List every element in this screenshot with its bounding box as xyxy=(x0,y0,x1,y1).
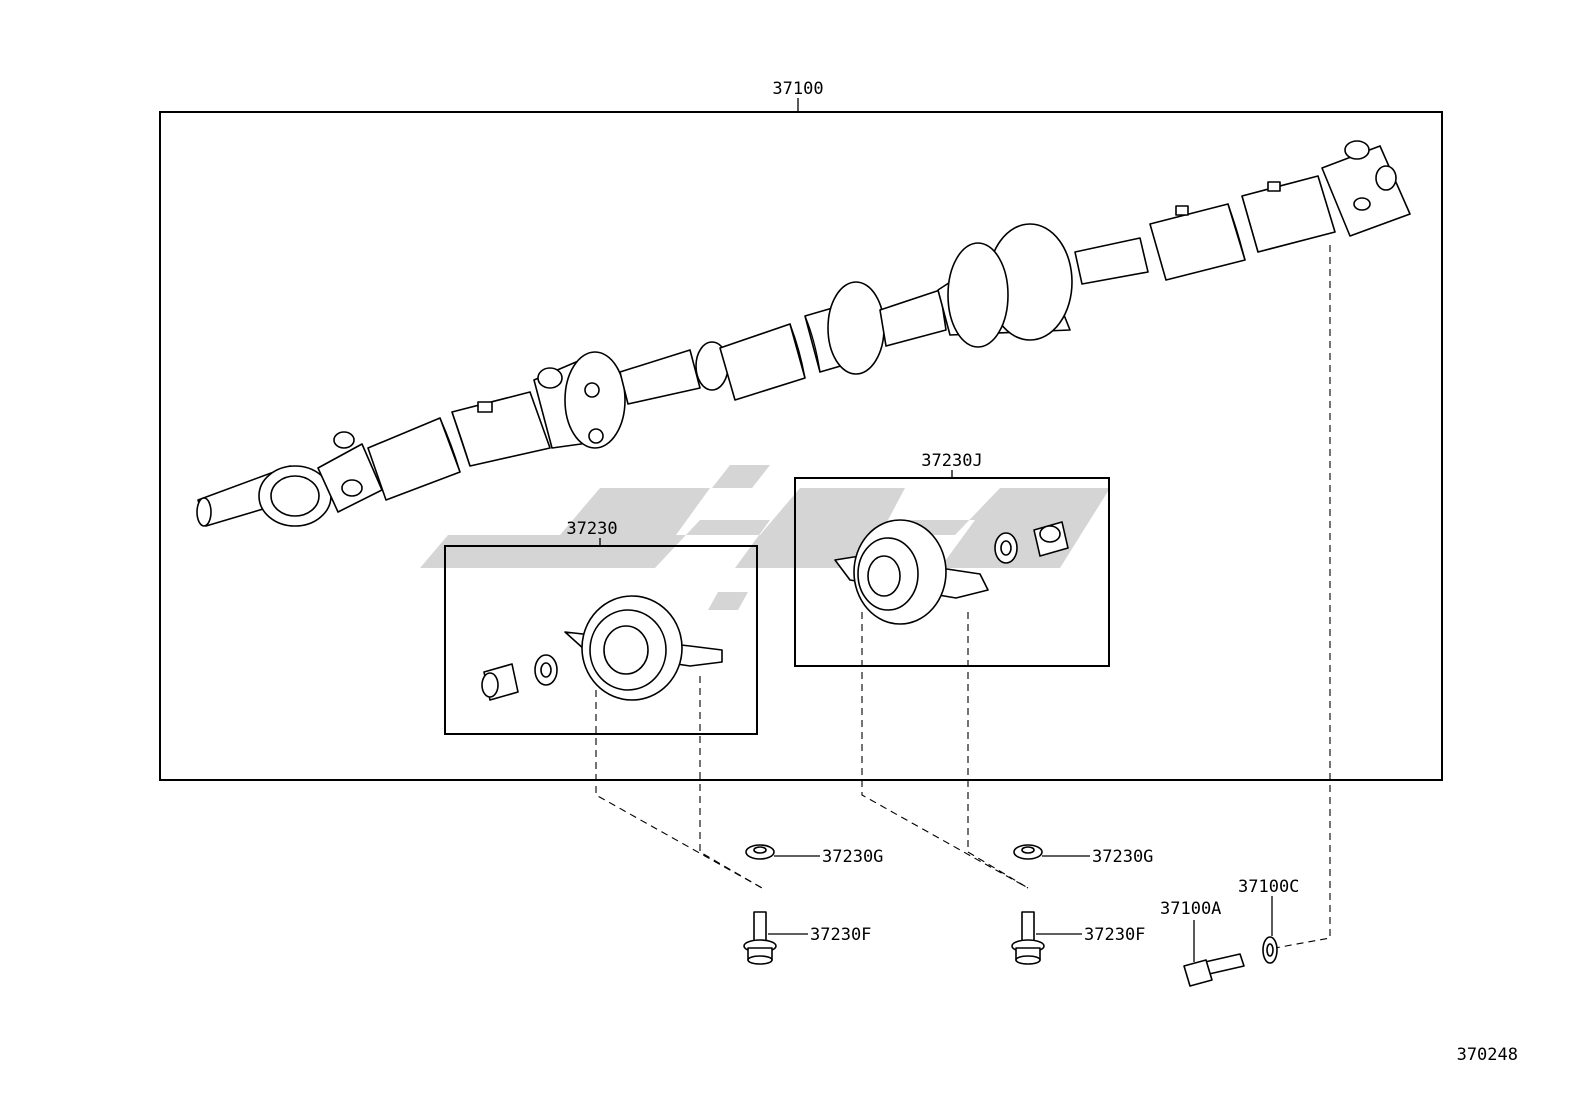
propeller-shaft xyxy=(196,140,1411,527)
washer-left xyxy=(745,844,820,860)
label-flange-bolt: 37100A xyxy=(1160,899,1221,919)
alignment-lines xyxy=(595,245,1331,949)
flange-washer xyxy=(1262,896,1278,964)
label-washer-left: 37230G xyxy=(822,847,883,867)
watermark-logo xyxy=(420,465,1110,610)
label-bearing-right: 37230J xyxy=(921,451,982,471)
label-bearing-left: 37230 xyxy=(566,519,617,539)
center-bearing-right xyxy=(834,519,1069,625)
label-bolt-left: 37230F xyxy=(810,925,871,945)
label-bolt-right: 37230F xyxy=(1084,925,1145,945)
bearing-box-left xyxy=(444,545,758,735)
label-assembly: 37100 xyxy=(772,79,823,99)
center-bearing-left xyxy=(481,595,723,701)
label-washer-right: 37230G xyxy=(1092,847,1153,867)
washer-right xyxy=(1013,844,1090,860)
bolt-right xyxy=(1011,911,1082,965)
drawing-number: 370248 xyxy=(1457,1045,1518,1065)
label-flange-washer: 37100C xyxy=(1238,877,1299,897)
assembly-frame xyxy=(159,111,1443,781)
bolt-left xyxy=(743,911,808,965)
flange-bolt xyxy=(1183,920,1245,987)
